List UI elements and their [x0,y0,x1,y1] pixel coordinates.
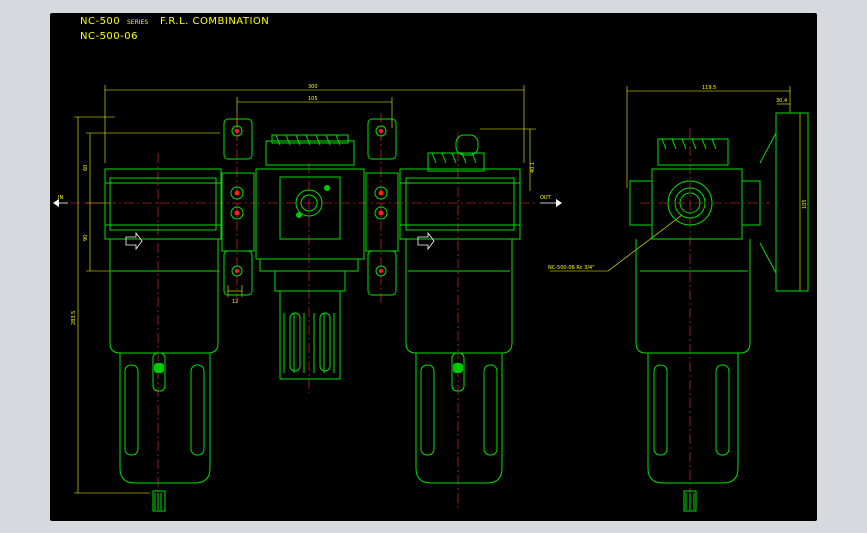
regulator-unit [255,134,365,380]
cad-drawing: NC-500 SERIES F.R.L. COMBINATION NC-500-… [53,16,809,512]
dim-side-width: 119.5 [702,85,716,91]
dimension-lines [74,85,806,494]
flow-arrow-icon [125,231,143,251]
title-series: SERIES [127,19,148,26]
right-bracket [365,118,399,296]
lubricator-unit [399,134,521,484]
dim-lower-height: 90 [83,235,89,241]
dim-center-spacing: 105 [308,96,318,102]
outlet-label: OUT [540,195,552,201]
outlet-marker: OUT [540,195,562,207]
dim-overall-width: 300 [308,84,318,90]
port-callout: NC-500-06 Rc 3/4" [548,265,595,271]
dim-bracket-width: 12 [232,299,238,305]
left-bracket [221,118,255,296]
side-view [629,112,809,512]
flow-arrow-icon [417,231,435,251]
inlet-marker: IN [53,195,68,207]
filter-unit [104,168,222,512]
dim-side-height: 105 [802,199,808,209]
drawing-canvas: NC-500 SERIES F.R.L. COMBINATION NC-500-… [50,13,817,521]
dim-total-height: 283.5 [71,311,77,325]
centerlines [70,113,770,508]
dim-upper-height: 60 [83,165,89,171]
title-name: F.R.L. COMBINATION [160,16,269,27]
dim-bowl-top: 40.1 [530,162,536,173]
title-model: NC-500 [80,16,120,27]
inlet-label: IN [58,195,63,201]
title-part-number: NC-500-06 [80,31,138,42]
dim-side-flange: 30.4 [776,98,787,104]
